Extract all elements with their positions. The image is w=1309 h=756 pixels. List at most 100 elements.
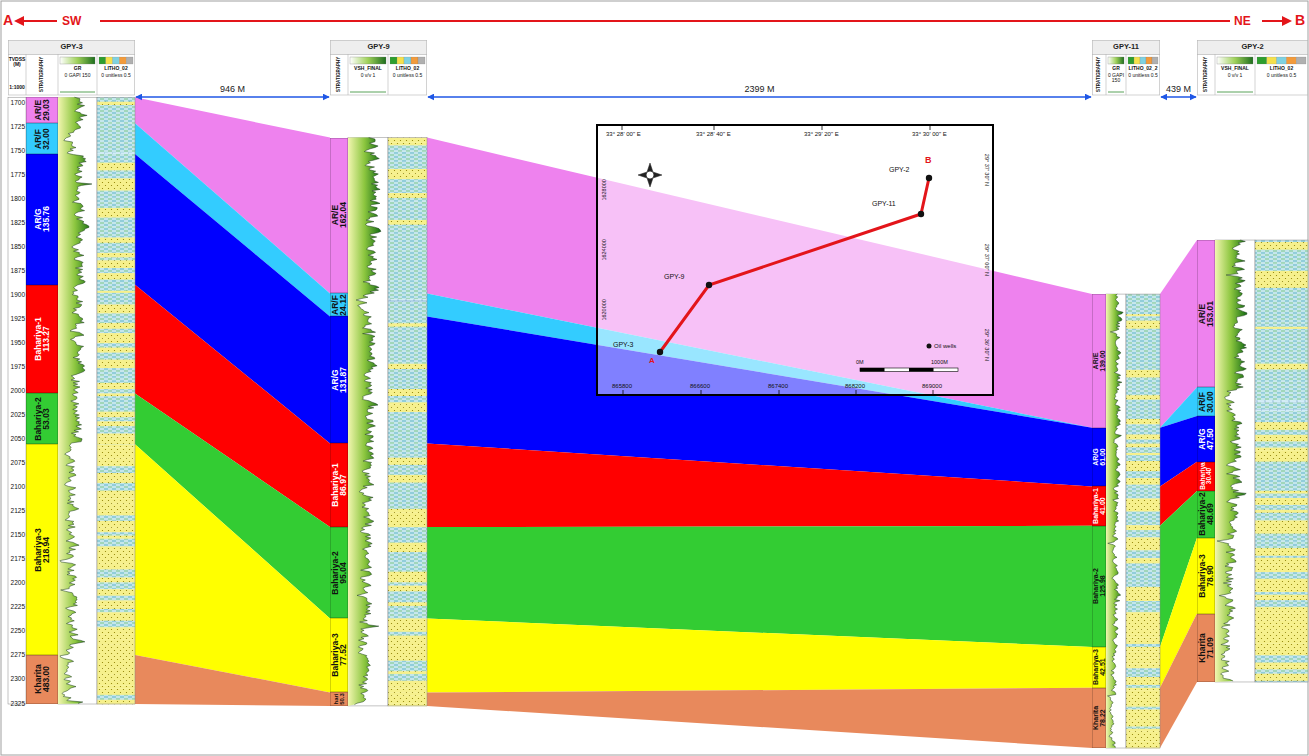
track-header: LITHO_02 [388,66,427,71]
map-well-label: GPY-3 [613,341,633,348]
litho-layer [1255,482,1308,489]
litho-layer [1255,558,1308,565]
litho-layer [97,197,135,202]
north-arrow [638,163,662,187]
litho-layer [97,123,135,130]
formation-name: AR/G [331,369,340,390]
litho-layer [1255,254,1308,258]
formation-label-frame: AR/E153.01 [1197,240,1215,387]
formation-interval: AR/E162.04 [330,138,348,294]
formation-thickness: 32.00 [42,128,51,149]
correlation-band [135,154,330,443]
litho-layer [388,586,427,592]
litho-layer [97,582,135,589]
litho-layer [1126,668,1160,672]
litho-layer [1255,348,1308,352]
distance-arrow [428,96,1091,98]
litho-layer [97,651,135,655]
litho-layer [388,418,427,423]
section-line [22,20,1284,22]
litho-layer [97,380,135,383]
litho-layer [97,609,135,613]
depth-value: 2275 [8,652,25,659]
litho-layer [97,291,135,293]
litho-layer [97,519,135,521]
litho-layer [1255,416,1308,423]
litho-layer [97,147,135,153]
litho-layer [388,686,427,688]
curve-scale-line [1108,92,1124,93]
litho-layer [1255,282,1308,289]
formation-name: Kharita [1092,706,1099,730]
header-divider [26,54,27,95]
litho-layer [97,333,135,339]
litho-layer [388,250,427,258]
litho-layer [1255,579,1308,587]
litho-layer [1255,304,1308,309]
litho-layer [388,154,427,162]
litho-layer [97,639,135,644]
formation-label-frame: Bahariya-141.00 [1092,486,1106,525]
litho-layer [388,356,427,361]
litho-layer [97,615,135,621]
litho-layer [388,415,427,418]
litho-layer [1126,731,1160,738]
litho-layer [1255,462,1308,468]
litho-layer [1255,381,1308,385]
litho-color-bar [1140,57,1146,64]
litho-layer [97,377,135,380]
header-divider [348,54,349,95]
litho-layer [97,426,135,434]
litho-layer [97,675,135,681]
litho-layer [1255,595,1308,598]
litho-layer [388,396,427,400]
litho-layer [388,375,427,383]
correlation-band [1160,240,1197,428]
litho-layer [97,116,135,119]
litho-layer [1126,520,1160,526]
litho-layer [388,636,427,642]
depth-value: 1975 [8,364,25,371]
map-coordinate: 29° 37' 30" N [983,154,989,186]
depth-value: 1850 [8,244,25,251]
litho-layer [97,421,135,426]
gr-curve [354,138,381,705]
formation-thickness: 78.22 [1099,709,1106,727]
formation-thickness: 47.50 [1206,428,1215,449]
litho-layer [97,285,135,291]
litho-layer [97,570,135,576]
depth-value: 2225 [8,604,25,611]
litho-layer [1255,288,1308,295]
depth-value: 2200 [8,580,25,587]
litho-layer [97,527,135,532]
formation-label-frame: Bahariya-342.51 [1092,647,1106,688]
litho-layer [388,369,427,376]
scale-bar-label: 1000M [931,360,948,366]
litho-layer [1255,607,1308,611]
litho-layer [1126,303,1160,308]
litho-layer [1126,634,1160,638]
litho-layer [1255,600,1308,607]
litho-layer [1255,538,1308,542]
formation-name: Bahariya-1 [331,464,340,507]
litho-color-bar [1128,57,1134,64]
formation-label-frame: Bahariya-377.52 [330,618,348,692]
litho-layer [1126,419,1160,425]
litho-layer [1126,581,1160,587]
litho-layer [97,260,135,268]
litho-layer [388,266,427,273]
litho-layer [1126,378,1160,386]
litho-layer [1255,259,1308,263]
litho-layer [1255,556,1308,558]
track-header: STRATIGRAPHY [1204,57,1209,92]
litho-layer [1255,329,1308,337]
depth-value: 2150 [8,532,25,539]
litho-layer [97,521,135,528]
litho-layer [97,393,135,396]
litho-layer [388,495,427,501]
litho-layer [1255,474,1308,482]
formation-thickness: 71.09 [1206,637,1215,658]
litho-layer [1126,647,1160,652]
litho-layer [388,151,427,154]
gr-track [1215,240,1255,682]
